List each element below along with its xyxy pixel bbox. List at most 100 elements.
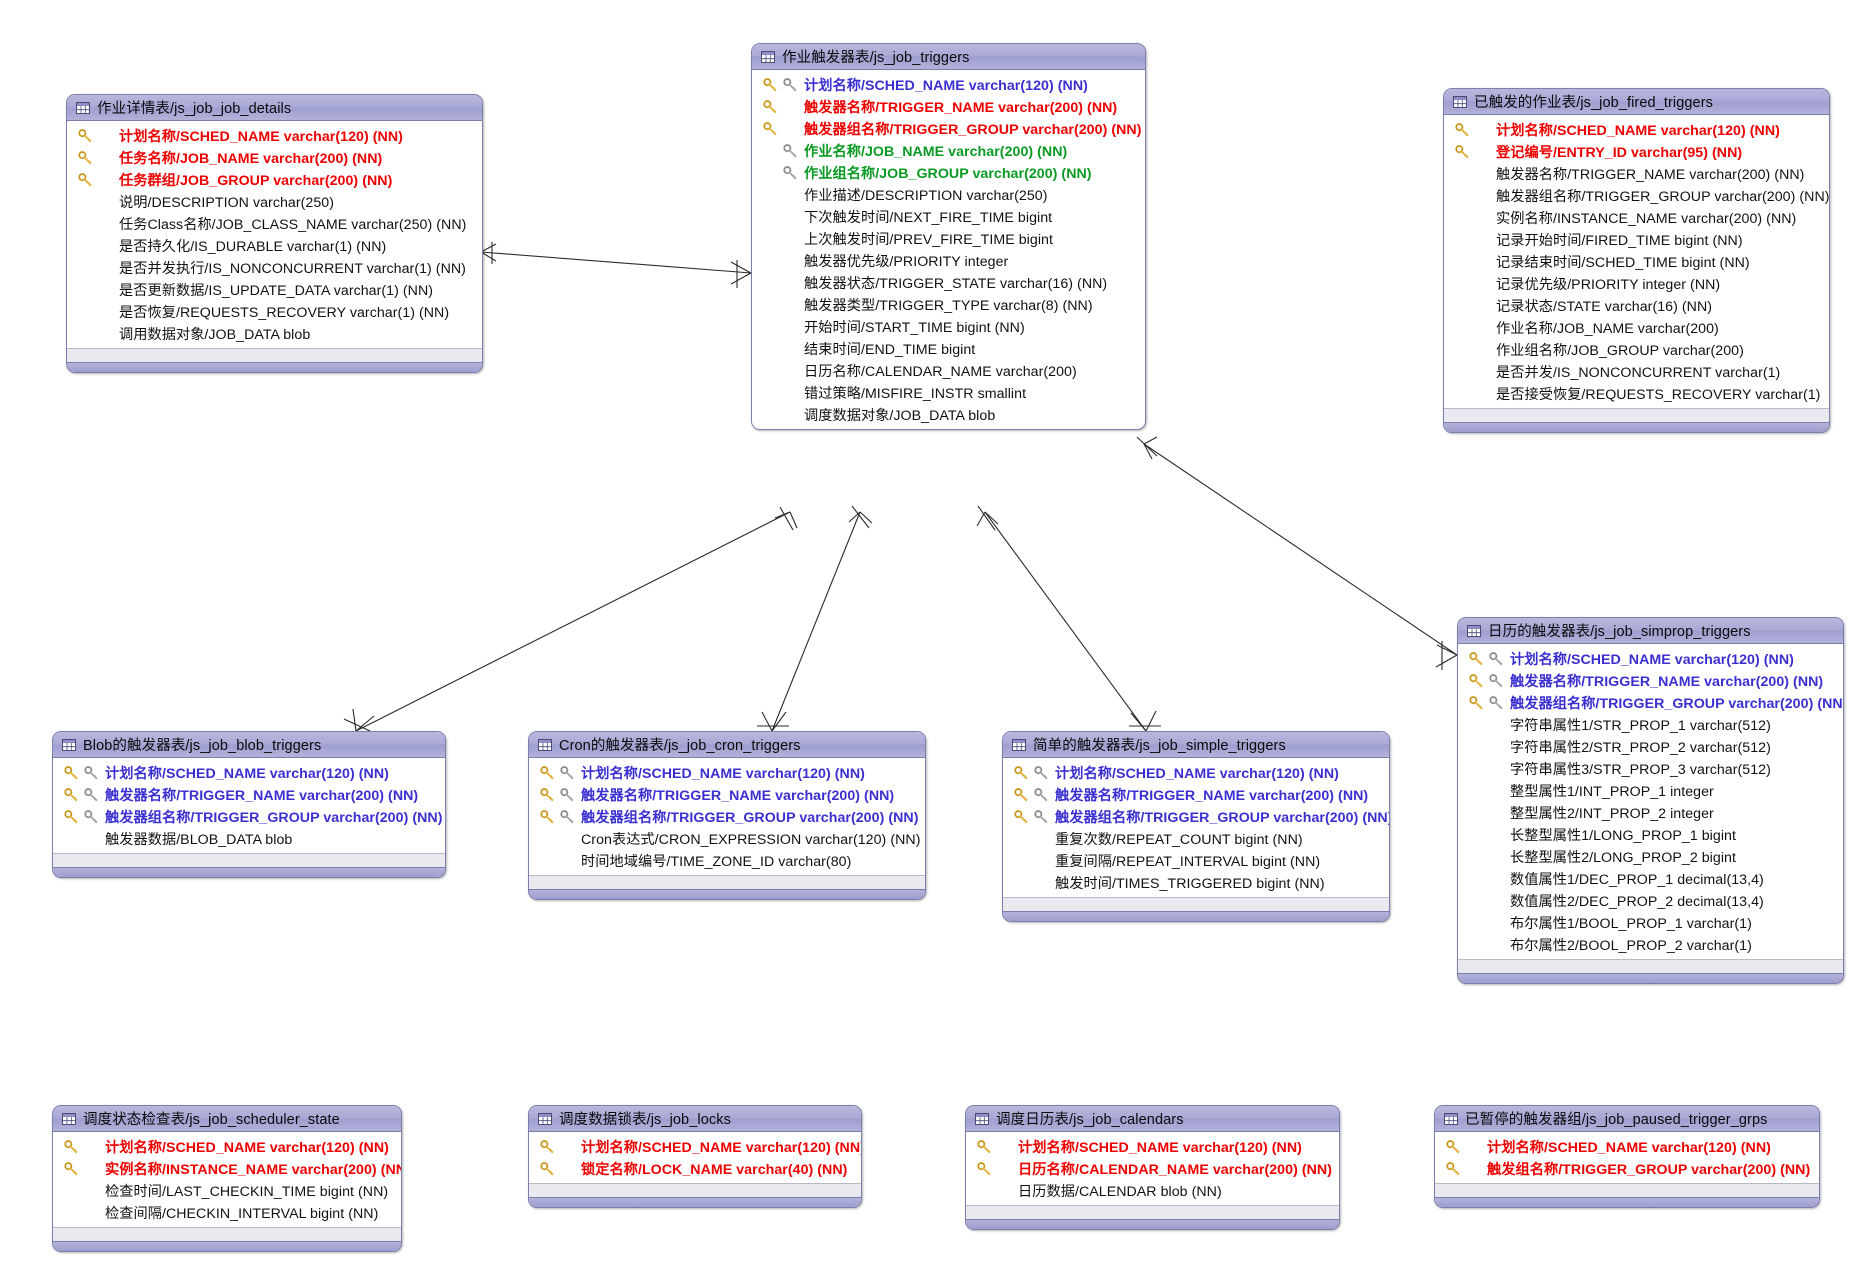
entity-table-header-cron_triggers[interactable]: Cron的触发器表/js_job_cron_triggers	[529, 732, 925, 758]
attribute-row[interactable]: 触发器组名称/TRIGGER_GROUP varchar(200) (NN)	[1444, 185, 1829, 207]
attribute-row[interactable]: 触发器组名称/TRIGGER_GROUP varchar(200) (NN)	[1003, 806, 1389, 828]
attribute-row[interactable]: 布尔属性2/BOOL_PROP_2 varchar(1)	[1458, 934, 1843, 956]
attribute-row[interactable]: 触发时间/TIMES_TRIGGERED bigint (NN)	[1003, 872, 1389, 894]
entity-table-cron_triggers[interactable]: Cron的触发器表/js_job_cron_triggers 计划名称/SCHE…	[528, 731, 926, 900]
attribute-row[interactable]: 任务群组/JOB_GROUP varchar(200) (NN)	[67, 169, 482, 191]
attribute-row[interactable]: 作业名称/JOB_NAME varchar(200)	[1444, 317, 1829, 339]
attribute-row[interactable]: 字符串属性2/STR_PROP_2 varchar(512)	[1458, 736, 1843, 758]
attribute-row[interactable]: 重复次数/REPEAT_COUNT bigint (NN)	[1003, 828, 1389, 850]
attribute-row[interactable]: 检查间隔/CHECKIN_INTERVAL bigint (NN)	[53, 1202, 401, 1224]
entity-table-header-job_details[interactable]: 作业详情表/js_job_job_details	[67, 95, 482, 121]
relationship-triggers-to-simprop[interactable]	[1136, 436, 1458, 670]
attribute-row[interactable]: 布尔属性1/BOOL_PROP_1 varchar(1)	[1458, 912, 1843, 934]
attribute-row[interactable]: 计划名称/SCHED_NAME varchar(120) (NN)	[1003, 762, 1389, 784]
attribute-row[interactable]: 是否恢复/REQUESTS_RECOVERY varchar(1) (NN)	[67, 301, 482, 323]
attribute-row[interactable]: 触发器名称/TRIGGER_NAME varchar(200) (NN)	[752, 96, 1145, 118]
attribute-row[interactable]: 作业组名称/JOB_GROUP varchar(200) (NN)	[752, 162, 1145, 184]
attribute-row[interactable]: 计划名称/SCHED_NAME varchar(120) (NN)	[1435, 1136, 1819, 1158]
attribute-row[interactable]: 开始时间/START_TIME bigint (NN)	[752, 316, 1145, 338]
attribute-row[interactable]: 任务名称/JOB_NAME varchar(200) (NN)	[67, 147, 482, 169]
attribute-row[interactable]: 数值属性2/DEC_PROP_2 decimal(13,4)	[1458, 890, 1843, 912]
attribute-row[interactable]: 触发器组名称/TRIGGER_GROUP varchar(200) (NN)	[529, 806, 925, 828]
attribute-row[interactable]: 日历名称/CALENDAR_NAME varchar(200) (NN)	[966, 1158, 1339, 1180]
attribute-row[interactable]: 触发器类型/TRIGGER_TYPE varchar(8) (NN)	[752, 294, 1145, 316]
attribute-row[interactable]: 字符串属性1/STR_PROP_1 varchar(512)	[1458, 714, 1843, 736]
attribute-row[interactable]: 任务Class名称/JOB_CLASS_NAME varchar(250) (N…	[67, 213, 482, 235]
entity-table-header-locks[interactable]: 调度数据锁表/js_job_locks	[529, 1106, 861, 1132]
entity-table-calendars[interactable]: 调度日历表/js_job_calendars 计划名称/SCHED_NAME v…	[965, 1105, 1340, 1230]
entity-table-simple_triggers[interactable]: 简单的触发器表/js_job_simple_triggers 计划名称/SCHE…	[1002, 731, 1390, 922]
attribute-row[interactable]: 是否持久化/IS_DURABLE varchar(1) (NN)	[67, 235, 482, 257]
attribute-row[interactable]: 计划名称/SCHED_NAME varchar(120) (NN)	[966, 1136, 1339, 1158]
attribute-row[interactable]: 整型属性2/INT_PROP_2 integer	[1458, 802, 1843, 824]
attribute-row[interactable]: 记录状态/STATE varchar(16) (NN)	[1444, 295, 1829, 317]
attribute-row[interactable]: 调度数据对象/JOB_DATA blob	[752, 404, 1145, 426]
entity-table-scheduler_state[interactable]: 调度状态检查表/js_job_scheduler_state 计划名称/SCHE…	[52, 1105, 402, 1252]
attribute-row[interactable]: 错过策略/MISFIRE_INSTR smallint	[752, 382, 1145, 404]
entity-table-header-scheduler_state[interactable]: 调度状态检查表/js_job_scheduler_state	[53, 1106, 401, 1132]
entity-table-header-calendars[interactable]: 调度日历表/js_job_calendars	[966, 1106, 1339, 1132]
attribute-row[interactable]: 触发器优先级/PRIORITY integer	[752, 250, 1145, 272]
attribute-row[interactable]: 计划名称/SCHED_NAME varchar(120) (NN)	[529, 762, 925, 784]
attribute-row[interactable]: 登记编号/ENTRY_ID varchar(95) (NN)	[1444, 141, 1829, 163]
relationship-job-details-to-triggers[interactable]	[480, 242, 752, 288]
relationship-triggers-to-blob[interactable]	[343, 506, 798, 732]
attribute-row[interactable]: 记录优先级/PRIORITY integer (NN)	[1444, 273, 1829, 295]
attribute-row[interactable]: 触发器数据/BLOB_DATA blob	[53, 828, 445, 850]
entity-table-header-paused_trigger_grps[interactable]: 已暂停的触发器组/js_job_paused_trigger_grps	[1435, 1106, 1819, 1132]
attribute-row[interactable]: 作业描述/DESCRIPTION varchar(250)	[752, 184, 1145, 206]
attribute-row[interactable]: 上次触发时间/PREV_FIRE_TIME bigint	[752, 228, 1145, 250]
attribute-row[interactable]: 作业名称/JOB_NAME varchar(200) (NN)	[752, 140, 1145, 162]
attribute-row[interactable]: 触发器名称/TRIGGER_NAME varchar(200) (NN)	[53, 784, 445, 806]
entity-table-locks[interactable]: 调度数据锁表/js_job_locks 计划名称/SCHED_NAME varc…	[528, 1105, 862, 1208]
attribute-row[interactable]: 计划名称/SCHED_NAME varchar(120) (NN)	[53, 762, 445, 784]
attribute-row[interactable]: 说明/DESCRIPTION varchar(250)	[67, 191, 482, 213]
attribute-row[interactable]: 计划名称/SCHED_NAME varchar(120) (NN)	[529, 1136, 861, 1158]
attribute-row[interactable]: 记录开始时间/FIRED_TIME bigint (NN)	[1444, 229, 1829, 251]
relationship-triggers-to-simple[interactable]	[976, 505, 1161, 732]
attribute-row[interactable]: 触发器组名称/TRIGGER_GROUP varchar(200) (NN)	[752, 118, 1145, 140]
entity-table-paused_trigger_grps[interactable]: 已暂停的触发器组/js_job_paused_trigger_grps 计划名称…	[1434, 1105, 1820, 1208]
attribute-row[interactable]: 检查时间/LAST_CHECKIN_TIME bigint (NN)	[53, 1180, 401, 1202]
attribute-row[interactable]: 计划名称/SCHED_NAME varchar(120) (NN)	[1458, 648, 1843, 670]
attribute-row[interactable]: 实例名称/INSTANCE_NAME varchar(200) (NN)	[1444, 207, 1829, 229]
attribute-row[interactable]: 长整型属性1/LONG_PROP_1 bigint	[1458, 824, 1843, 846]
entity-table-header-blob_triggers[interactable]: Blob的触发器表/js_job_blob_triggers	[53, 732, 445, 758]
entity-table-header-fired_triggers[interactable]: 已触发的作业表/js_job_fired_triggers	[1444, 89, 1829, 115]
attribute-row[interactable]: 时间地域编号/TIME_ZONE_ID varchar(80)	[529, 850, 925, 872]
attribute-row[interactable]: 计划名称/SCHED_NAME varchar(120) (NN)	[67, 125, 482, 147]
attribute-row[interactable]: 结束时间/END_TIME bigint	[752, 338, 1145, 360]
entity-table-blob_triggers[interactable]: Blob的触发器表/js_job_blob_triggers 计划名称/SCHE…	[52, 731, 446, 878]
attribute-row[interactable]: 作业组名称/JOB_GROUP varchar(200)	[1444, 339, 1829, 361]
attribute-row[interactable]: 计划名称/SCHED_NAME varchar(120) (NN)	[1444, 119, 1829, 141]
attribute-row[interactable]: 触发器组名称/TRIGGER_GROUP varchar(200) (NN)	[53, 806, 445, 828]
entity-table-header-simple_triggers[interactable]: 简单的触发器表/js_job_simple_triggers	[1003, 732, 1389, 758]
relationship-triggers-to-cron[interactable]	[757, 505, 873, 732]
entity-table-job_details[interactable]: 作业详情表/js_job_job_details 计划名称/SCHED_NAME…	[66, 94, 483, 373]
attribute-row[interactable]: 调用数据对象/JOB_DATA blob	[67, 323, 482, 345]
attribute-row[interactable]: 日历数据/CALENDAR blob (NN)	[966, 1180, 1339, 1202]
attribute-row[interactable]: 字符串属性3/STR_PROP_3 varchar(512)	[1458, 758, 1843, 780]
attribute-row[interactable]: 日历名称/CALENDAR_NAME varchar(200)	[752, 360, 1145, 382]
entity-table-header-simprop_triggers[interactable]: 日历的触发器表/js_job_simprop_triggers	[1458, 618, 1843, 644]
attribute-row[interactable]: 是否并发执行/IS_NONCONCURRENT varchar(1) (NN)	[67, 257, 482, 279]
attribute-row[interactable]: 实例名称/INSTANCE_NAME varchar(200) (NN)	[53, 1158, 401, 1180]
entity-table-triggers[interactable]: 作业触发器表/js_job_triggers 计划名称/SCHED_NAME v…	[751, 43, 1146, 430]
attribute-row[interactable]: 触发器名称/TRIGGER_NAME varchar(200) (NN)	[1444, 163, 1829, 185]
attribute-row[interactable]: 长整型属性2/LONG_PROP_2 bigint	[1458, 846, 1843, 868]
attribute-row[interactable]: 下次触发时间/NEXT_FIRE_TIME bigint	[752, 206, 1145, 228]
attribute-row[interactable]: 是否并发/IS_NONCONCURRENT varchar(1)	[1444, 361, 1829, 383]
attribute-row[interactable]: Cron表达式/CRON_EXPRESSION varchar(120) (NN…	[529, 828, 925, 850]
attribute-row[interactable]: 触发器名称/TRIGGER_NAME varchar(200) (NN)	[1003, 784, 1389, 806]
attribute-row[interactable]: 触发器名称/TRIGGER_NAME varchar(200) (NN)	[529, 784, 925, 806]
attribute-row[interactable]: 是否接受恢复/REQUESTS_RECOVERY varchar(1)	[1444, 383, 1829, 405]
attribute-row[interactable]: 数值属性1/DEC_PROP_1 decimal(13,4)	[1458, 868, 1843, 890]
attribute-row[interactable]: 触发器状态/TRIGGER_STATE varchar(16) (NN)	[752, 272, 1145, 294]
entity-table-simprop_triggers[interactable]: 日历的触发器表/js_job_simprop_triggers 计划名称/SCH…	[1457, 617, 1844, 984]
attribute-row[interactable]: 锁定名称/LOCK_NAME varchar(40) (NN)	[529, 1158, 861, 1180]
attribute-row[interactable]: 整型属性1/INT_PROP_1 integer	[1458, 780, 1843, 802]
attribute-row[interactable]: 触发组名称/TRIGGER_GROUP varchar(200) (NN)	[1435, 1158, 1819, 1180]
entity-table-fired_triggers[interactable]: 已触发的作业表/js_job_fired_triggers 计划名称/SCHED…	[1443, 88, 1830, 433]
entity-table-header-triggers[interactable]: 作业触发器表/js_job_triggers	[752, 44, 1145, 70]
attribute-row[interactable]: 记录结束时间/SCHED_TIME bigint (NN)	[1444, 251, 1829, 273]
